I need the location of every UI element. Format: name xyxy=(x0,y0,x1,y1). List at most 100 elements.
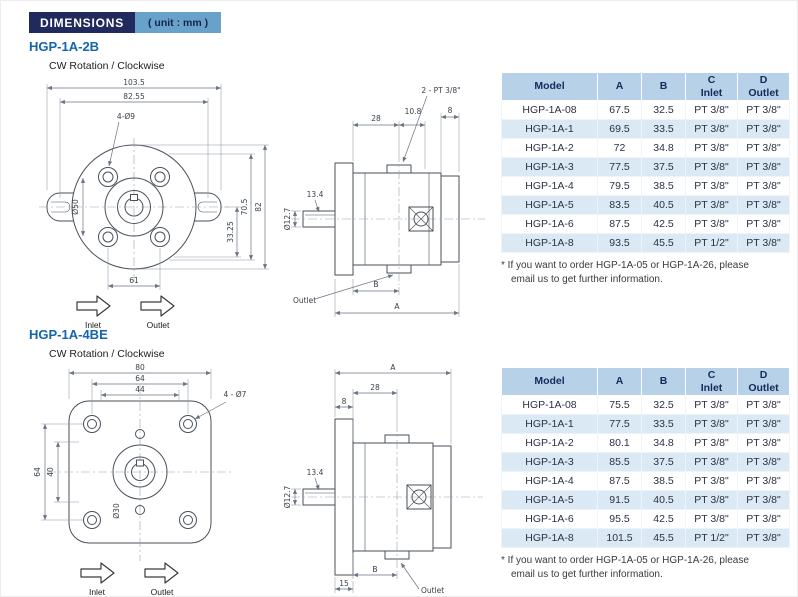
cell-c: PT 3/8" xyxy=(685,100,738,120)
footnote-line2: email us to get further information. xyxy=(511,569,663,580)
rotation-label: CW Rotation / Clockwise xyxy=(49,60,165,72)
flow-direction: Inlet Outlet xyxy=(80,562,179,596)
cell-a: 87.5 xyxy=(597,471,642,491)
cell-d: PT 3/8" xyxy=(737,195,790,215)
cell-b: 38.5 xyxy=(641,176,686,196)
cell-a: 72 xyxy=(597,138,642,158)
footnote-line1: * If you want to order HGP-1A-05 or HGP-… xyxy=(501,555,749,566)
cell-d: PT 3/8" xyxy=(737,119,790,139)
cell-d: PT 3/8" xyxy=(737,490,790,510)
bolt-holes xyxy=(83,415,197,529)
col-header-c-inlet: C Inlet xyxy=(685,367,738,396)
col-header-d-line1: D xyxy=(759,369,768,382)
cell-d: PT 3/8" xyxy=(737,471,790,491)
dim-b: B xyxy=(372,565,377,574)
dim-left-hole-span: 64 xyxy=(33,467,42,477)
cell-a: 67.5 xyxy=(597,100,642,120)
dim-shaft-dia: Ø12.7 xyxy=(283,485,292,508)
cell-model: HGP-1A-6 xyxy=(501,509,598,529)
centerlines xyxy=(39,138,229,282)
cell-c: PT 3/8" xyxy=(685,119,738,139)
dim-shaft-dia: Ø12.7 xyxy=(283,207,292,230)
col-header-model: Model xyxy=(501,367,598,396)
cell-b: 45.5 xyxy=(641,528,686,548)
footnote-line2: email us to get further information. xyxy=(511,274,663,285)
dim-a: A xyxy=(390,363,396,372)
flow-direction: Inlet Outlet xyxy=(76,295,175,330)
cell-a: 101.5 xyxy=(597,528,642,548)
cell-b: 34.8 xyxy=(641,433,686,453)
cell-model: HGP-1A-5 xyxy=(501,195,598,215)
section-hgp-1a-4be: HGP-1A-4BE CW Rotation / Clockwise xyxy=(29,327,791,596)
dimension-annotations: 28 10.8 8 2 - PT 3/8" B A xyxy=(283,86,461,317)
col-header-d-outlet: D Outlet xyxy=(737,72,790,101)
cell-b: 32.5 xyxy=(641,395,686,415)
cell-c: PT 3/8" xyxy=(685,157,738,177)
cell-a: 75.5 xyxy=(597,395,642,415)
cell-model: HGP-1A-4 xyxy=(501,176,598,196)
cell-c: PT 3/8" xyxy=(685,195,738,215)
col-header-c-inlet: C Inlet xyxy=(685,72,738,101)
cell-c: PT 3/8" xyxy=(685,138,738,158)
cell-a: 77.5 xyxy=(597,414,642,434)
table-header-row: Model A B C Inlet D Outlet xyxy=(501,367,790,396)
table-header-row: Model A B C Inlet D Outlet xyxy=(501,72,790,101)
front-view-drawing-2: 80 64 44 4 - Ø7 64 40 Ø30 xyxy=(33,363,247,596)
port-boss xyxy=(406,484,432,510)
cell-a: 69.5 xyxy=(597,119,642,139)
center-bore-and-shaft xyxy=(104,177,164,237)
cell-b: 33.5 xyxy=(641,119,686,139)
dim-shaft-flat: 13.4 xyxy=(307,190,324,199)
cell-b: 34.8 xyxy=(641,138,686,158)
cell-c: PT 3/8" xyxy=(685,214,738,234)
section-title: HGP-1A-4BE xyxy=(29,327,108,342)
ports-note: 2 - PT 3/8" xyxy=(421,86,460,95)
cell-d: PT 3/8" xyxy=(737,452,790,472)
cell-model: HGP-1A-08 xyxy=(501,395,598,415)
cell-d: PT 3/8" xyxy=(737,433,790,453)
col-header-a: A xyxy=(597,367,642,396)
cell-b: 40.5 xyxy=(641,195,686,215)
cell-model: HGP-1A-2 xyxy=(501,433,598,453)
dimensions-table: Model A B C Inlet D Outlet HG xyxy=(501,72,790,253)
dim-overall-width: 103.5 xyxy=(123,78,145,87)
cell-d: PT 3/8" xyxy=(737,214,790,234)
cell-b: 42.5 xyxy=(641,509,686,529)
cell-model: HGP-1A-3 xyxy=(501,452,598,472)
center-bore-and-shaft xyxy=(112,429,168,515)
inlet-arrow-icon xyxy=(80,562,115,584)
dim-pilot-dia: Ø50 xyxy=(71,199,80,215)
port-boss xyxy=(408,206,434,232)
cell-a: 83.5 xyxy=(597,195,642,215)
dim-cover: 8 xyxy=(448,106,453,115)
page-title: DIMENSIONS xyxy=(29,12,136,33)
cell-model: HGP-1A-1 xyxy=(501,414,598,434)
dimension-annotations: 103.5 82.55 4-Ø9 82 70.5 33.25 xyxy=(46,78,269,290)
cell-c: PT 3/8" xyxy=(685,509,738,529)
col-header-c-line2: Inlet xyxy=(700,381,723,394)
cell-a: 79.5 xyxy=(597,176,642,196)
cell-b: 37.5 xyxy=(641,157,686,177)
outlet-label: Outlet xyxy=(147,320,170,330)
cell-c: PT 3/8" xyxy=(685,452,738,472)
banner: DIMENSIONS ( unit : mm ) xyxy=(29,12,222,33)
cell-a: 93.5 xyxy=(597,233,642,253)
dim-flange-to-port: 28 xyxy=(370,383,380,392)
cell-b: 32.5 xyxy=(641,100,686,120)
col-header-d-outlet: D Outlet xyxy=(737,367,790,396)
inlet-arrow-icon xyxy=(76,295,111,317)
cell-c: PT 3/8" xyxy=(685,471,738,491)
unit-label: ( unit : mm ) xyxy=(135,12,222,33)
dim-a: A xyxy=(394,302,400,311)
cell-b: 38.5 xyxy=(641,471,686,491)
dim-shaft-flat: 13.4 xyxy=(307,468,324,477)
cell-b: 40.5 xyxy=(641,490,686,510)
